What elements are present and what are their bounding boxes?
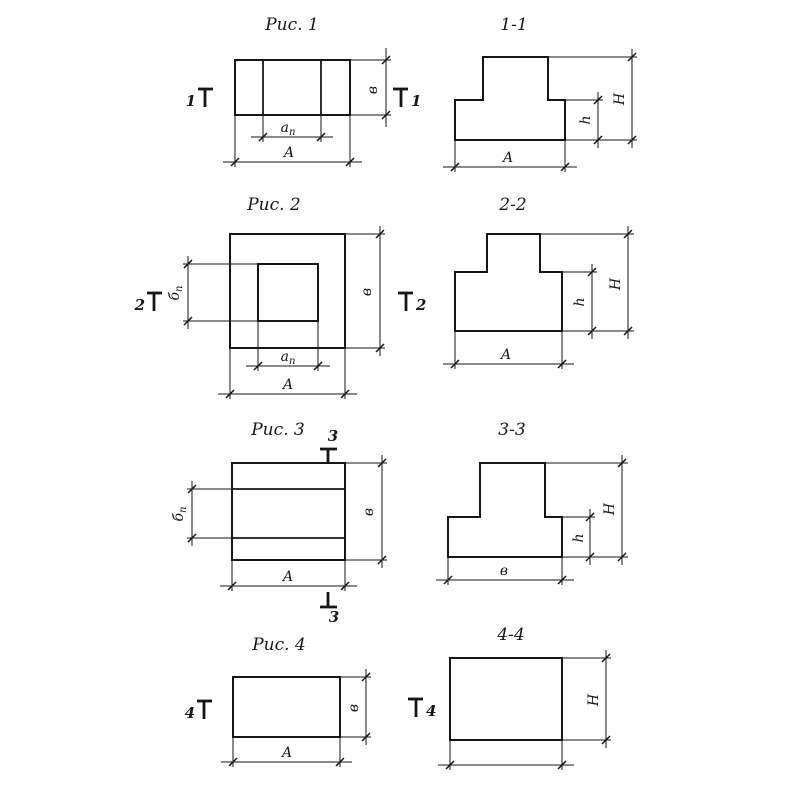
fig1-plan-outline	[234, 59, 351, 116]
dim-label-H: Н	[602, 502, 618, 516]
fig1-plan-title: Рис. 1	[264, 15, 319, 35]
fig1-plan-dim-A: А	[223, 115, 362, 167]
dim-label-A: А	[283, 145, 295, 161]
fig3-plan-outline	[231, 462, 346, 561]
dim-base: а	[281, 349, 289, 365]
fig1-plan-dim-an: ап	[251, 115, 333, 142]
fig1-section-dim-h: h	[565, 92, 637, 148]
dim-label-bn: бп	[171, 507, 189, 522]
fig2-plan-dim-an: ап	[246, 321, 330, 371]
fig2-section: 2-2 А h Н	[443, 195, 634, 369]
fig1-section-outline	[454, 56, 566, 141]
dim-label-A: А	[282, 377, 294, 393]
dim-label-H: Н	[586, 693, 602, 707]
fig1-cut-mark-left: 1	[186, 87, 213, 110]
dim-base: а	[281, 120, 289, 136]
fig3-cut-mark-top: 3	[320, 427, 338, 464]
dim-label-an: ап	[281, 349, 296, 367]
fig4-section-outline	[449, 657, 563, 741]
fig2-plan-dim-v: в	[345, 226, 385, 356]
fig4-section-title: 4-4	[496, 625, 524, 645]
dim-sub: п	[289, 356, 295, 367]
fig3-section-dim-h: h	[562, 509, 628, 565]
fig4-plan-outline	[232, 676, 341, 738]
fig4-cut-mark-right: 4	[408, 697, 436, 720]
fig1-plan: Рис. 1 ап А в	[186, 15, 421, 167]
cut-number: 1	[411, 92, 421, 110]
dim-label-v: в	[365, 86, 381, 94]
fig2-plan-dim-bn: бп	[167, 256, 258, 329]
fig1-section: 1-1 А h Н	[443, 15, 637, 172]
fig1-cut-mark-right: 1	[393, 87, 421, 110]
fig2-section-dim-h: h	[562, 264, 634, 339]
cut-number: 2	[134, 296, 145, 314]
fig4-plan-dim-A: А	[221, 737, 352, 767]
fig4-plan-title: Рис. 4	[251, 635, 306, 655]
dim-label-v: в	[346, 704, 362, 712]
fig4-plan-dim-v: в	[340, 669, 371, 745]
fig3-plan-dim-bn: бп	[171, 481, 232, 546]
cut-number: 4	[185, 704, 195, 722]
dim-label-an: ап	[281, 120, 296, 138]
dim-label-v: в	[359, 288, 375, 296]
fig3-plan-dim-A: А	[220, 560, 357, 591]
dim-label-A: А	[281, 745, 293, 761]
fig2-cut-mark-right: 2	[398, 291, 426, 314]
fig3-plan: Рис. 3 3 3 бп в	[171, 420, 387, 626]
dim-label-H: Н	[608, 277, 624, 291]
dim-label-h: h	[578, 115, 594, 124]
dim-label-bn: бп	[167, 286, 185, 301]
dim-sub: п	[174, 286, 185, 292]
fig3-section-title: 3-3	[498, 420, 525, 440]
fig1-section-dim-A: А	[443, 140, 577, 172]
fig2-cut-mark-left: 2	[134, 291, 162, 314]
cut-number: 3	[328, 427, 338, 445]
fig1-section-dim-H: Н	[548, 49, 637, 148]
dim-label-h: h	[572, 297, 588, 306]
fig2-plan-title: Рис. 2	[246, 195, 301, 215]
fig3-section-dim-v: в	[436, 557, 574, 585]
fig2-section-dim-H: Н	[540, 226, 634, 339]
dim-base: б	[167, 292, 183, 301]
fig3-plan-dim-v: в	[345, 455, 387, 568]
fig4-section-dim-bottom	[438, 740, 574, 770]
cut-number: 1	[186, 92, 196, 110]
fig3-section-dim-H: Н	[545, 455, 628, 565]
fig3-cut-mark-bottom: 3	[320, 592, 339, 626]
fig2-section-title: 2-2	[498, 195, 526, 215]
fig3-section-outline	[447, 462, 563, 558]
dim-label-A: А	[500, 347, 512, 363]
fig4-section-dim-H: Н	[562, 650, 611, 748]
fig3-section: 3-3 в h Н	[436, 420, 628, 585]
dim-label-H: Н	[612, 92, 628, 106]
fig3-plan-title: Рис. 3	[250, 420, 305, 440]
dim-label-h: h	[571, 533, 587, 542]
fig1-section-title: 1-1	[500, 15, 527, 35]
dim-label-v: в	[500, 563, 508, 579]
cut-number: 4	[426, 702, 436, 720]
dim-sub: п	[178, 507, 189, 513]
fig2-section-outline	[454, 233, 563, 332]
fig4-plan: Рис. 4 в А 4 4	[185, 635, 436, 767]
dim-sub: п	[289, 127, 295, 138]
fig2-plan-opening	[257, 263, 319, 322]
fig2-plan-dim-A: А	[218, 348, 357, 399]
fig1-plan-dim-v: в	[350, 48, 391, 127]
dim-label-A: А	[502, 150, 514, 166]
dim-base: б	[171, 513, 187, 522]
cut-number: 3	[329, 608, 339, 626]
fig4-cut-mark-left: 4	[185, 699, 212, 722]
fig2-plan-outline	[229, 233, 346, 349]
cut-number: 2	[415, 296, 426, 314]
fig4-section: 4-4 Н	[438, 625, 611, 770]
fig2-section-dim-A: А	[443, 331, 574, 369]
dim-label-A: А	[282, 569, 294, 585]
dim-label-v: в	[361, 508, 377, 516]
fig2-plan: Рис. 2 бп в ап	[134, 195, 426, 399]
